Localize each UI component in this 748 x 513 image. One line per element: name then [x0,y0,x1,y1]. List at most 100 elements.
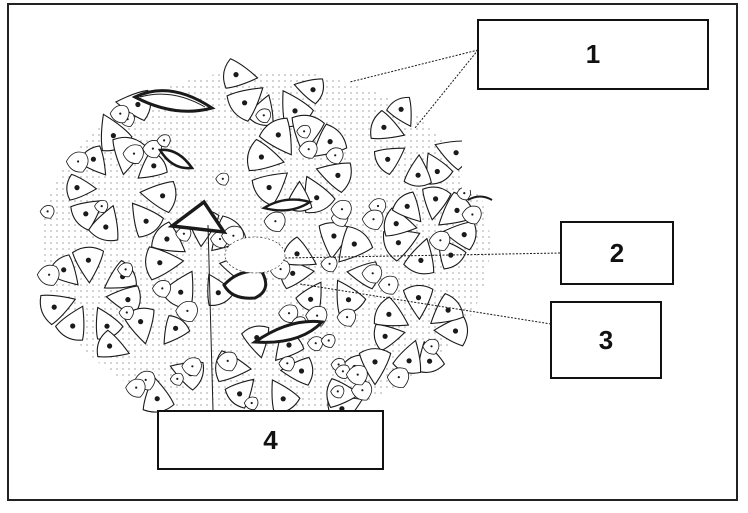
acinar-cell [370,109,406,140]
acinar-cell [161,270,194,309]
cell-nucleus [335,172,341,178]
label-number-1: 1 [585,39,601,69]
cell-nucleus [427,358,433,364]
acinar-cell [315,162,352,194]
cell-nucleus [433,196,439,202]
label-box-4: 4 [157,410,384,470]
cell-nucleus [303,130,306,133]
cell-nucleus [434,168,440,175]
cell-nucleus [100,205,103,208]
cell-nucleus [164,236,170,242]
cell-nucleus [361,389,364,392]
cell-nucleus [445,307,451,313]
cell-nucleus [316,314,319,317]
acinar-cell [293,78,325,105]
cell-nucleus [385,156,391,162]
acinar-cell [87,204,119,242]
acinar-cell [66,173,98,201]
duct-lumen [250,319,326,344]
cell-nucleus [307,148,310,151]
leader-lines [207,49,561,411]
cell-nucleus [382,333,388,339]
cell-nucleus [70,323,76,329]
duct-lumen [131,89,216,113]
leader-line-3 [299,283,552,325]
cell-nucleus [404,203,410,209]
acinar-cell [39,294,77,326]
cell-nucleus [286,342,292,348]
cell-nucleus [418,257,424,263]
cell-nucleus [340,208,344,211]
cell-nucleus [74,185,80,191]
cell-nucleus [471,213,474,216]
cell-nucleus [154,396,160,402]
cell-nucleus [160,193,166,199]
cell-nucleus [328,262,331,265]
cell-nucleus [292,108,298,114]
label-number-4: 4 [263,424,278,455]
cell-nucleus [381,124,387,130]
cell-nucleus [258,154,264,160]
cell-nucleus [85,257,91,263]
cell-nucleus [415,172,421,178]
acinar-cell [295,281,322,313]
cell-nucleus [157,260,163,266]
tissue-section [36,58,522,427]
cell-nucleus [48,273,51,276]
duct-fragment [467,195,493,201]
cell-nucleus [453,150,459,156]
cell-nucleus [104,323,110,329]
acinar-cell [139,181,177,214]
cell-nucleus [454,207,460,213]
cell-nucleus [151,147,154,150]
cell-nucleus [310,87,316,93]
cell-nucleus [314,342,317,345]
acinar-cell [247,138,285,172]
acinar-cell [442,220,477,251]
cell-nucleus [103,224,109,230]
label-number-2: 2 [609,237,625,268]
cell-nucleus [430,345,433,348]
cell-nucleus [232,234,235,237]
cell-nucleus [337,363,340,366]
cell-nucleus [327,139,333,145]
cell-nucleus [151,163,157,169]
cell-nucleus [90,156,96,162]
cell-nucleus [286,362,289,365]
acinar-cell [71,246,105,284]
cell-nucleus [463,192,466,195]
cell-nucleus [376,204,380,208]
cell-nucleus [135,386,138,389]
acinar-cell [373,296,410,327]
cell-nucleus [393,221,399,227]
cell-nucleus [132,152,136,155]
cell-nucleus [61,267,67,273]
cell-nucleus [386,311,392,317]
cell-nucleus [397,376,400,379]
cell-nucleus [51,304,57,310]
cell-nucleus [125,297,131,303]
cell-nucleus [327,339,330,342]
acinar-cell [54,305,85,341]
cell-nucleus [388,283,391,286]
cell-nucleus [173,325,179,331]
acinar-cell [373,323,406,352]
cell-nucleus [372,218,375,221]
acinar-cell [386,96,412,128]
cell-nucleus [182,232,185,235]
leader-line-2 [284,252,561,259]
cell-nucleus [163,139,166,142]
acinar-cell [403,153,432,187]
intercalated-duct [167,199,228,235]
cell-nucleus [280,396,286,402]
acinar-cell [271,379,301,414]
cell-nucleus [110,133,116,139]
cell-nucleus [176,377,179,380]
acinar-cell [258,117,292,156]
cell-nucleus [406,358,412,364]
duct-lumen-inner [139,93,206,108]
cell-nucleus [331,233,337,239]
leader-line-4 [207,224,214,411]
duct-lumen [157,148,195,170]
cell-nucleus [233,72,239,78]
